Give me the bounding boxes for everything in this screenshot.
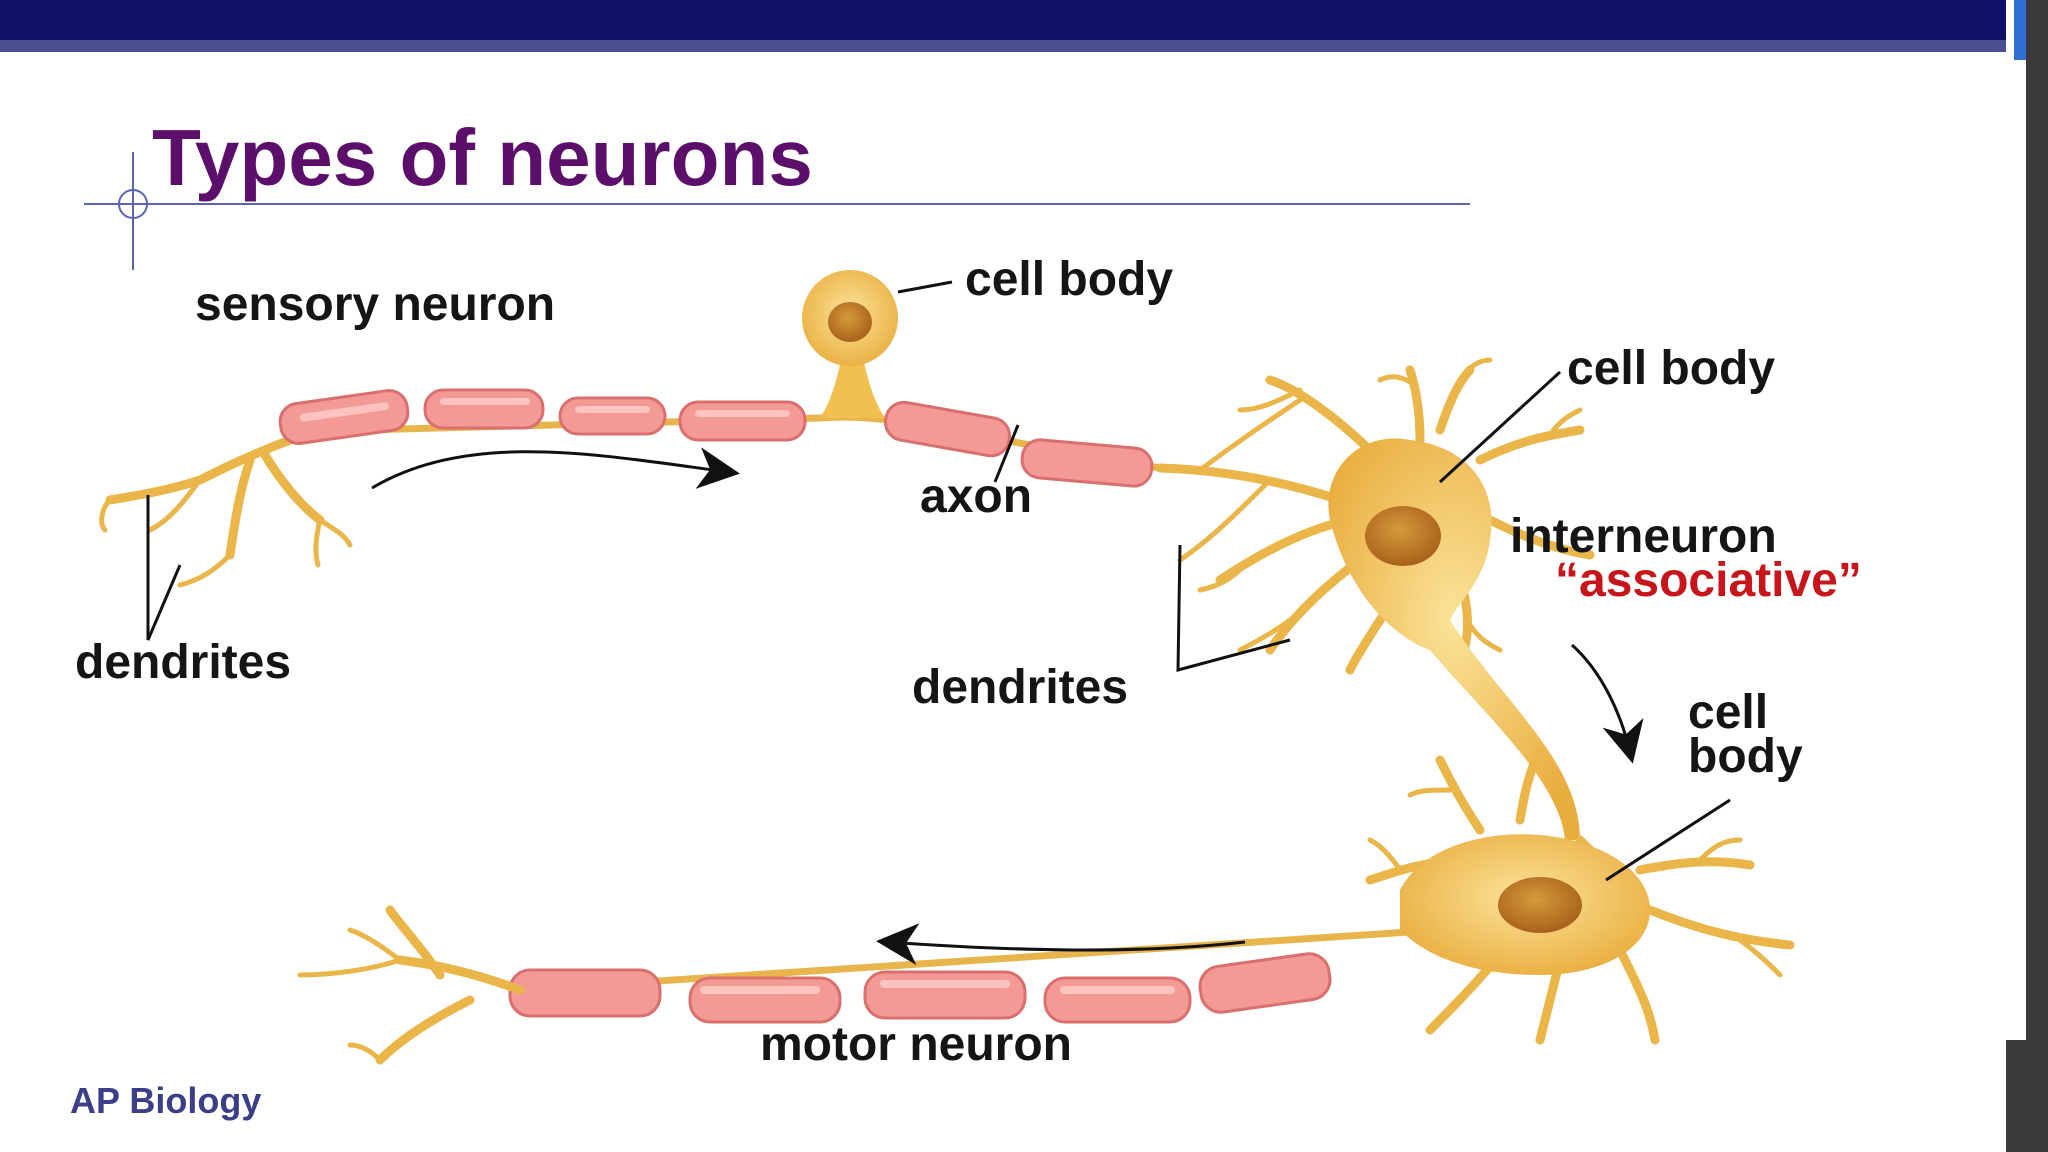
leader-axon xyxy=(993,424,1020,483)
title-ornament xyxy=(84,152,1470,270)
page-title: Types of neurons xyxy=(152,113,813,202)
motor-neuron xyxy=(297,745,1795,1065)
leader-dendrites-left xyxy=(146,495,182,641)
interneuron xyxy=(1155,357,1595,840)
associative-label: “associative” xyxy=(1555,554,1862,607)
cell-body-label-motor-line1: cell xyxy=(1688,686,1768,739)
leader-cell-body-3 xyxy=(1605,798,1731,882)
axon-label: axon xyxy=(920,470,1032,523)
cell-body-label-interneuron: cell body xyxy=(1567,342,1775,395)
motor-neuron-label: motor neuron xyxy=(760,1018,1072,1071)
right-edge xyxy=(2006,0,2048,1152)
cell-body-label-sensory: cell body xyxy=(965,253,1173,306)
signal-arrow-2 xyxy=(1571,643,1644,764)
signal-arrow-1 xyxy=(371,447,740,490)
leader-cell-body-2 xyxy=(1438,370,1562,484)
interneuron-label: interneuron xyxy=(1510,510,1777,563)
sensory-neuron xyxy=(99,270,1161,588)
leader-dendrites-mid xyxy=(1176,544,1291,672)
sensory-neuron-label: sensory neuron xyxy=(195,278,555,331)
signal-arrow-3 xyxy=(876,923,1246,966)
leader-cell-body-1 xyxy=(897,280,953,294)
dendrites-label-left: dendrites xyxy=(75,636,291,689)
top-bar xyxy=(0,0,2006,40)
dendrites-label-middle: dendrites xyxy=(912,661,1128,714)
top-bar-stripe xyxy=(0,40,2006,52)
footer-label: AP Biology xyxy=(70,1080,262,1121)
cell-body-label-motor-line2: body xyxy=(1688,730,1803,783)
